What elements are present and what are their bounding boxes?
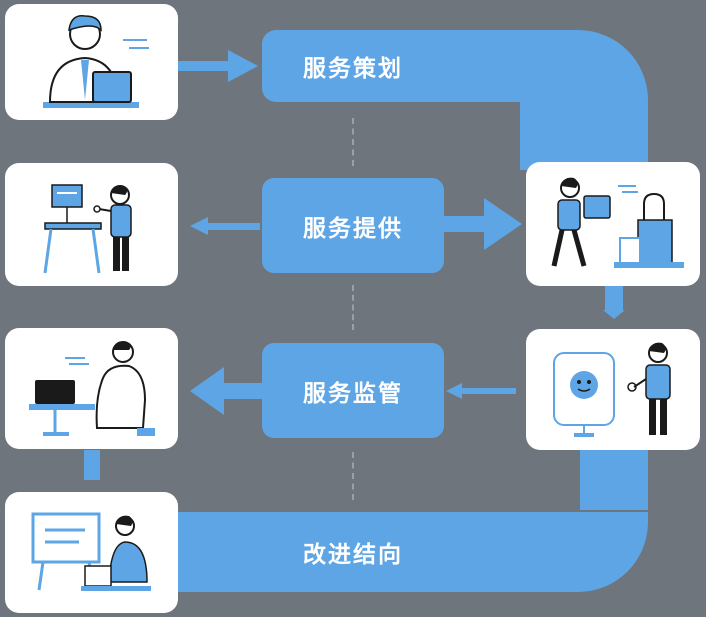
flow-band-bottom xyxy=(170,512,648,592)
man-at-laptop-desk-icon xyxy=(29,341,155,436)
step-label-improvement: 改进结向 xyxy=(303,542,403,568)
arrow-left-into-supervision xyxy=(446,383,516,399)
dashed-divider-1 xyxy=(352,118,354,166)
card-planning-illustration xyxy=(5,4,178,120)
arrow-right-to-planning xyxy=(178,50,258,82)
card-monitoring-illustration xyxy=(526,329,700,450)
step-pill-supervision xyxy=(262,343,444,438)
arrow-right-from-delivery xyxy=(444,198,522,250)
man-with-robot-icon xyxy=(553,342,671,437)
man-with-board-icon xyxy=(43,184,132,274)
step-pill-delivery xyxy=(262,178,444,273)
card-delivery-illustration xyxy=(5,163,178,286)
arrow-down-left-column xyxy=(84,450,100,480)
dashed-divider-2 xyxy=(352,285,354,330)
step-label-supervision: 服务监管 xyxy=(303,380,403,407)
arrow-left-from-supervision-big xyxy=(190,367,264,415)
card-supervision-illustration xyxy=(5,328,178,449)
arrow-down-right-column xyxy=(603,284,625,319)
step-label-planning: 服务策划 xyxy=(303,56,403,82)
card-service-illustration xyxy=(526,162,700,286)
card-improvement-illustration xyxy=(5,492,178,613)
man-at-laptop-icon xyxy=(43,15,149,108)
flow-band-bottom-vertical xyxy=(580,440,648,510)
dashed-divider-3 xyxy=(352,452,354,500)
step-label-delivery: 服务提供 xyxy=(303,215,403,242)
man-with-presentation-icon xyxy=(31,512,151,591)
flow-band-top xyxy=(262,30,567,102)
arrow-left-from-delivery xyxy=(190,217,260,235)
flow-band-top-curve xyxy=(520,30,648,170)
flow-band-bottom-inner-fill xyxy=(560,452,580,512)
man-with-tablet-icon xyxy=(551,177,684,268)
